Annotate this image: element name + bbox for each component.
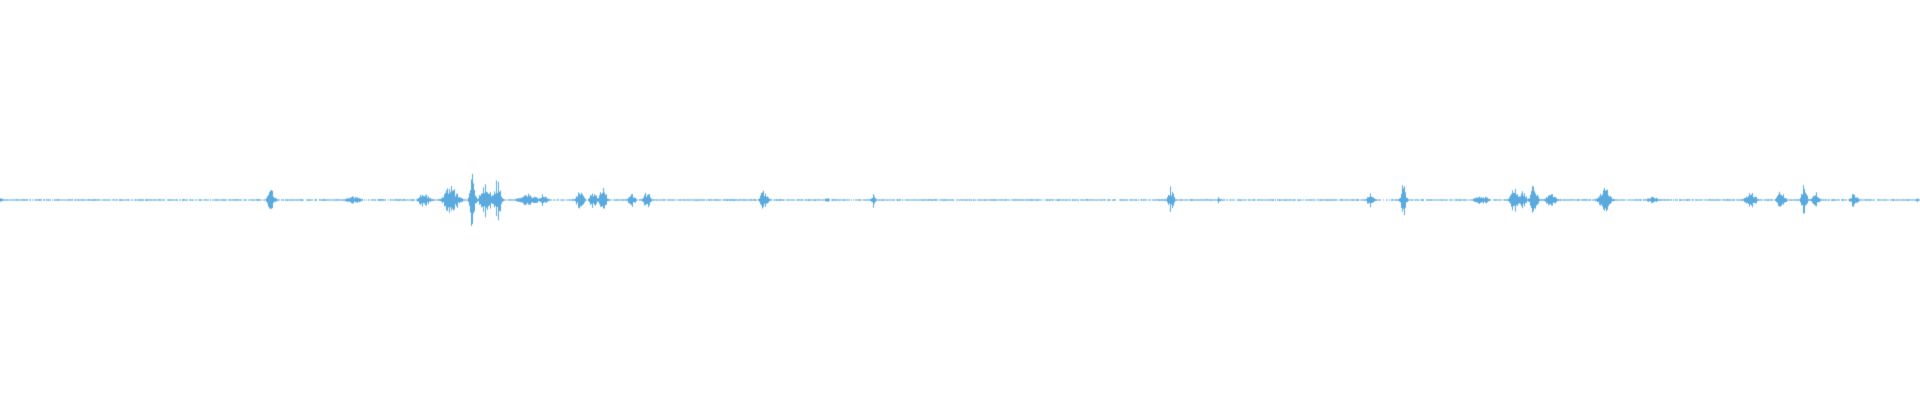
audio-waveform[interactable]	[0, 0, 1920, 400]
